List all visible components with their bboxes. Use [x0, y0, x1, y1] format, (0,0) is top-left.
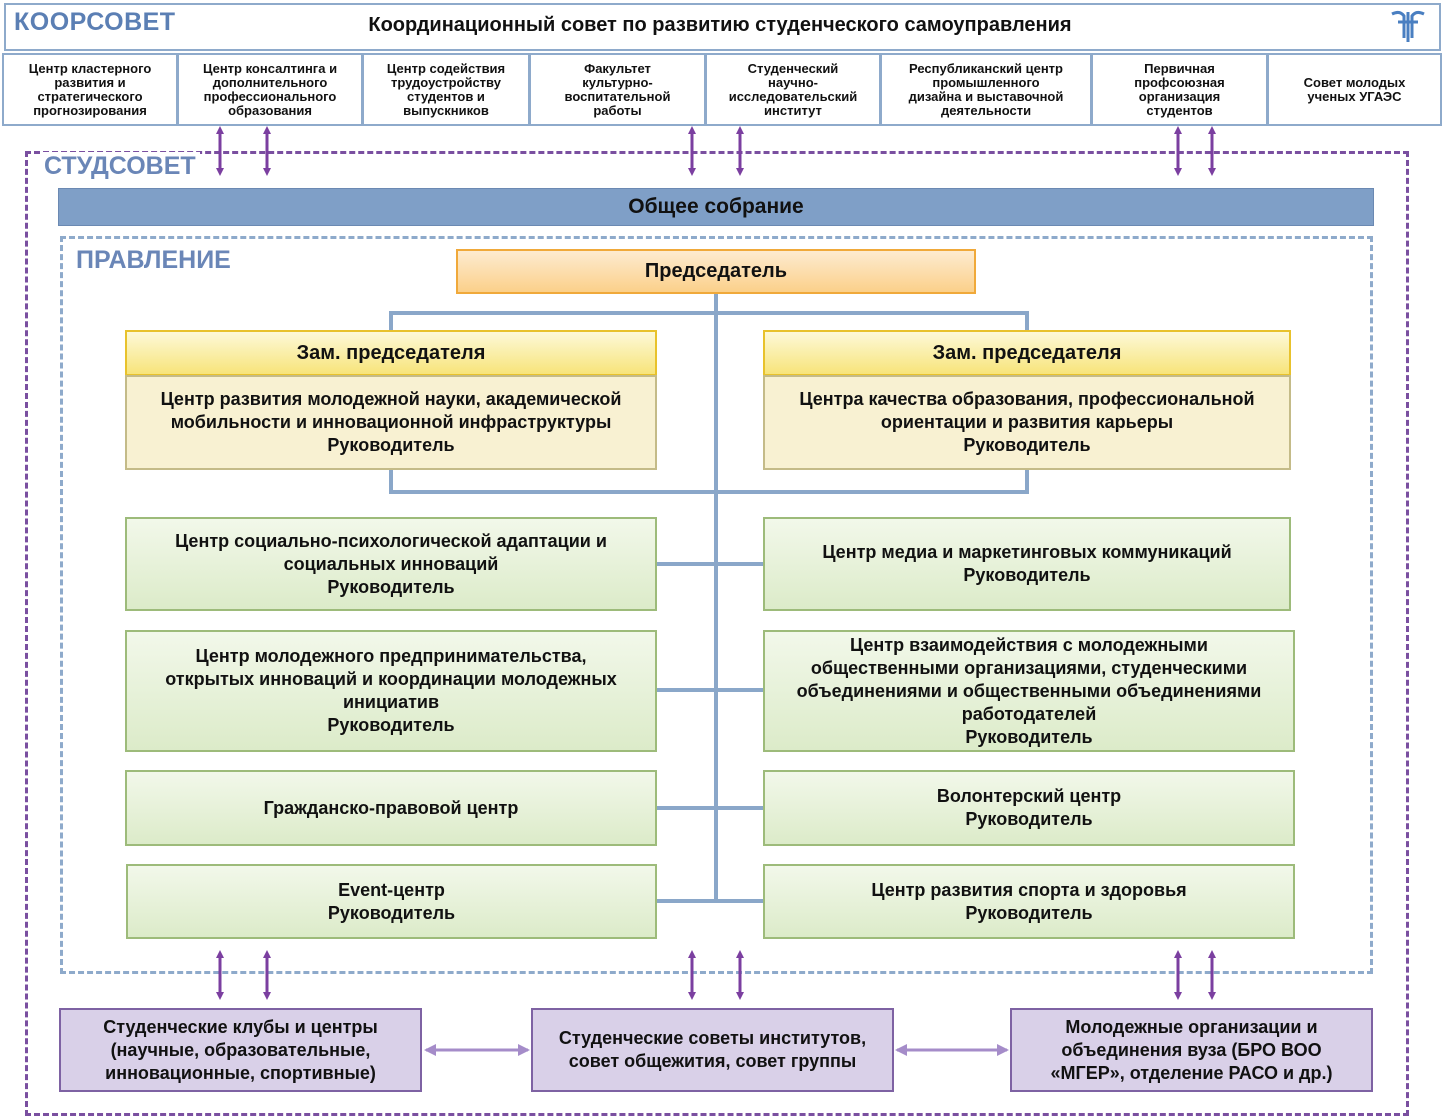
header-cell-young-scientists: Совет молодых ученых УГАЭС	[1267, 53, 1442, 126]
center-media: Центр медиа и маркетинговых коммуникаций…	[763, 517, 1291, 611]
connector-mid-bar	[389, 490, 1029, 494]
bottom-youth-organizations: Молодежные организации и объединения вуз…	[1010, 1008, 1373, 1092]
connector-left-rise	[389, 468, 393, 494]
center-sport: Центр развития спорта и здоровья Руковод…	[763, 864, 1295, 939]
general-assembly: Общее собрание	[58, 188, 1374, 226]
koorsovet-header	[4, 3, 1441, 51]
connector-right-rise	[1025, 468, 1029, 494]
deputy-right-center: Центра качества образования, профессиона…	[763, 375, 1291, 470]
studsovet-frame	[25, 151, 1409, 1116]
deputy-right-title: Зам. председателя	[763, 330, 1291, 376]
header-cell-trade-union: Первичная профсоюзная организация студен…	[1091, 53, 1268, 126]
university-logo-icon	[1388, 8, 1428, 44]
header-cell-design-center: Республиканский центр промышленного диза…	[880, 53, 1092, 126]
header-cell-consulting: Центр консалтинга и дополнительного проф…	[177, 53, 363, 126]
connector-row-4	[656, 899, 764, 903]
center-volunteer: Волонтерский центр Руководитель	[763, 770, 1295, 846]
connector-row-1	[656, 562, 764, 566]
connector-row-2	[656, 688, 764, 692]
koorsovet-label: КООРСОВЕТ	[14, 8, 176, 36]
bottom-student-councils: Студенческие советы институтов, совет об…	[531, 1008, 894, 1092]
center-entrepreneurship: Центр молодежного предпринимательства, о…	[125, 630, 657, 752]
header-cell-culture-faculty: Факультет культурно- воспитательной рабо…	[529, 53, 706, 126]
deputy-left-center: Центр развития молодежной науки, академи…	[125, 375, 657, 470]
header-cell-research-institute: Студенческий научно- исследовательский и…	[705, 53, 881, 126]
pravlenie-frame	[60, 236, 1373, 974]
studsovet-label: СТУДСОВЕТ	[40, 152, 200, 181]
center-event: Event-центр Руководитель	[126, 864, 657, 939]
connector-right-drop	[1025, 311, 1029, 331]
chairman-box: Председатель	[456, 249, 976, 294]
center-interaction: Центр взаимодействия с молодежными общес…	[763, 630, 1295, 752]
header-cell-cluster: Центр кластерного развития и стратегичес…	[2, 53, 178, 126]
connector-trunk	[714, 294, 718, 902]
center-social-adaptation: Центр социально-психологической адаптаци…	[125, 517, 657, 611]
connector-top-bar	[389, 311, 1029, 315]
bottom-student-clubs: Студенческие клубы и центры (научные, об…	[59, 1008, 422, 1092]
pravlenie-label: ПРАВЛЕНИЕ	[76, 246, 231, 274]
connector-row-3	[656, 806, 764, 810]
koorsovet-title: Координационный совет по развитию студен…	[368, 14, 1072, 36]
center-civil-law: Гражданско-правовой центр	[125, 770, 657, 846]
connector-left-drop	[389, 311, 393, 331]
header-cell-employment: Центр содействия трудоустройству студент…	[362, 53, 530, 126]
